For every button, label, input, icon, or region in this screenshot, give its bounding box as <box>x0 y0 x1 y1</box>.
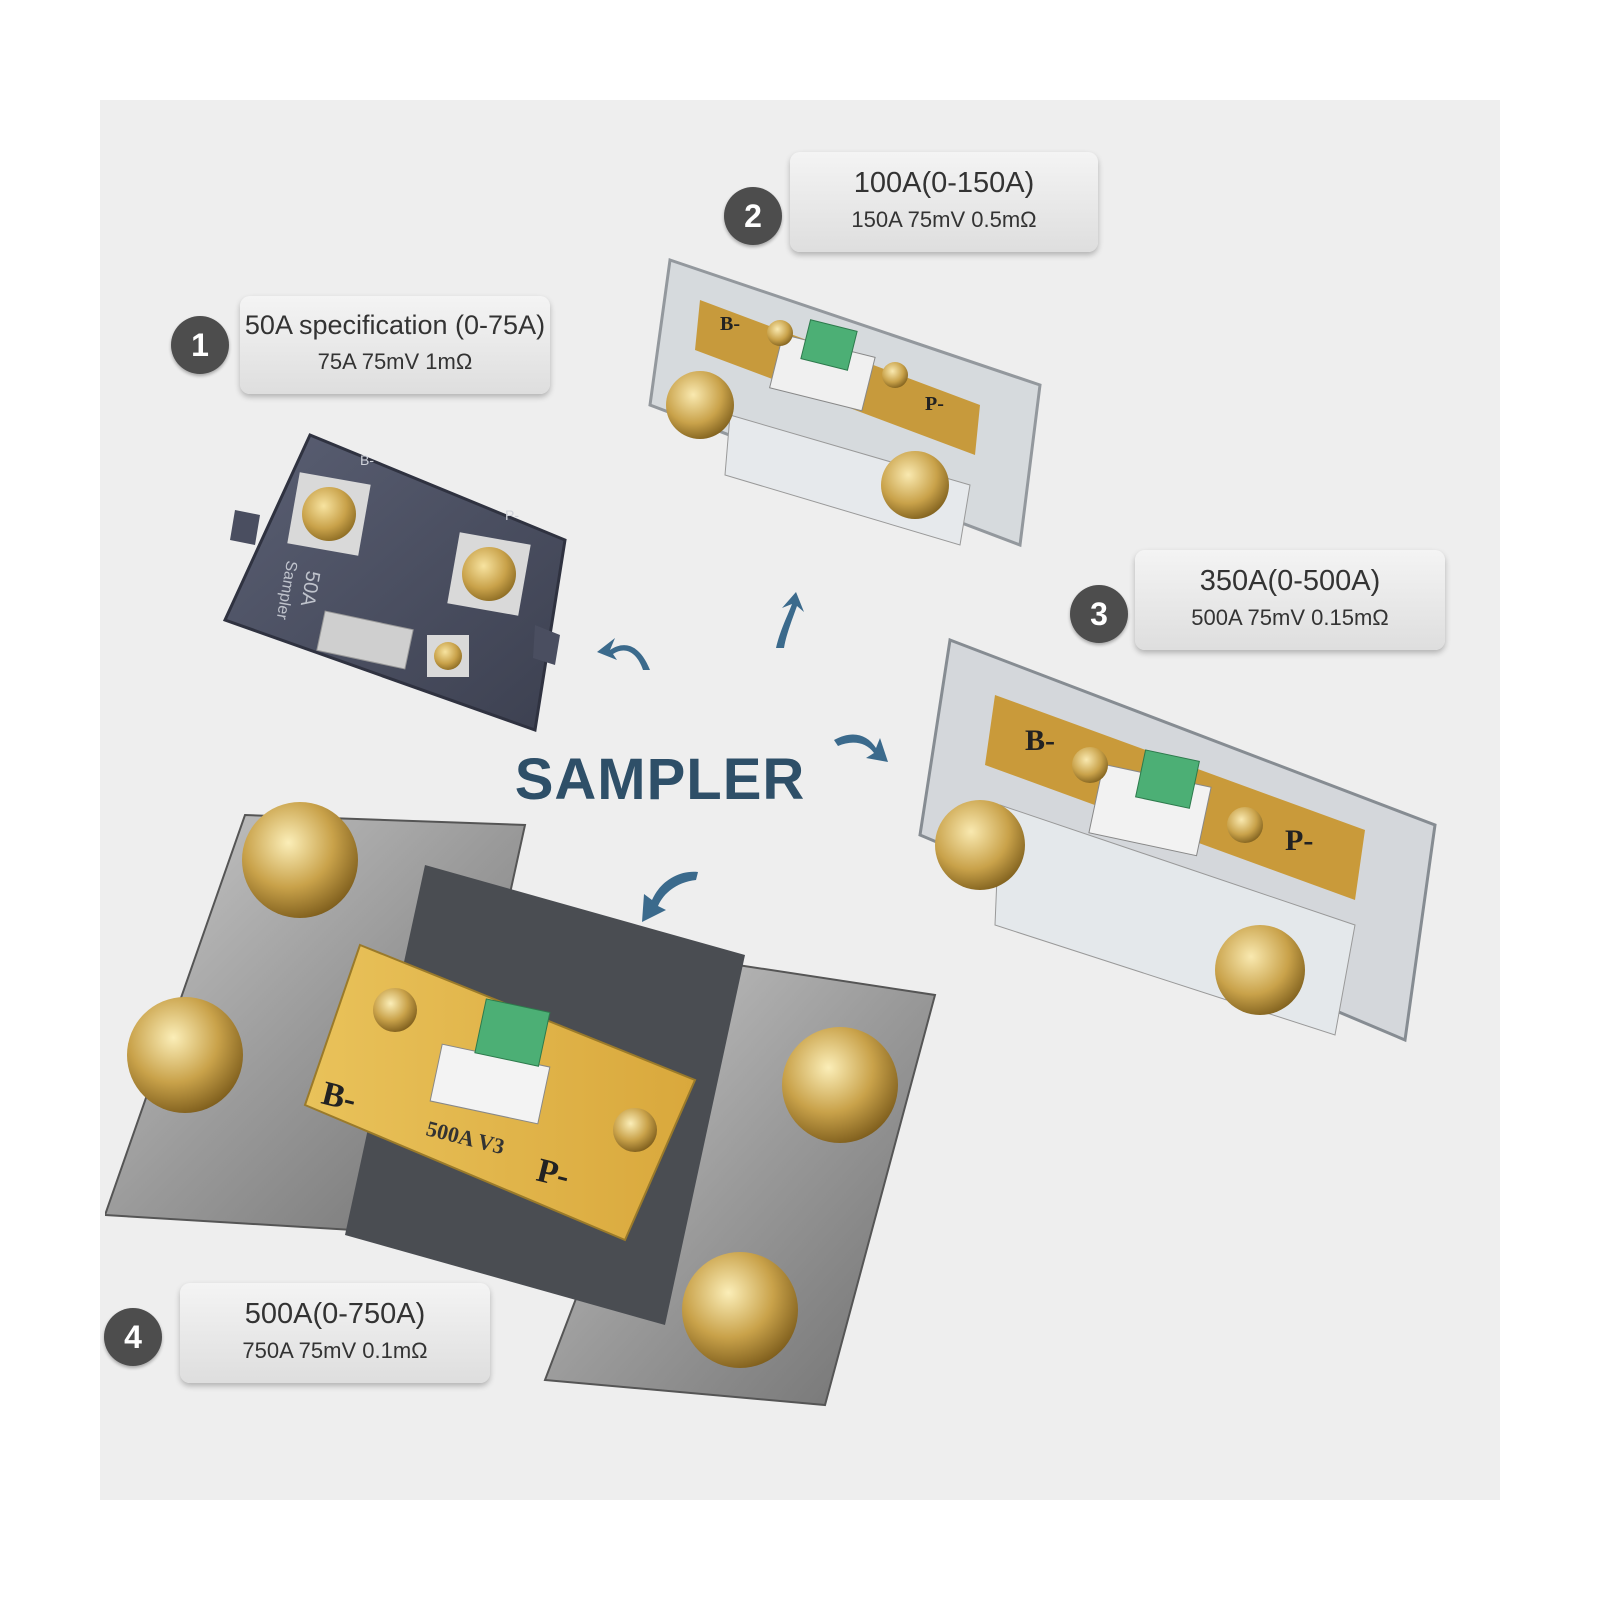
badge-3: 3 <box>1070 585 1128 643</box>
product2-p-label: P- <box>925 393 944 415</box>
spec-card-1: 50A specification (0-75A) 75A 75mV 1mΩ <box>240 296 550 394</box>
nut-left <box>935 800 1025 890</box>
spec-4-rating: 500A(0-750A) <box>244 1298 426 1330</box>
spec-4-detail: 750A 75mV 0.1mΩ <box>242 1338 428 1363</box>
badge-1: 1 <box>171 316 229 374</box>
terminal-bolt-b <box>302 487 356 541</box>
nut-left <box>666 371 734 439</box>
nut-right-upper <box>782 1027 898 1143</box>
spec-card-4: 500A(0-750A) 750A 75mV 0.1mΩ <box>180 1283 490 1383</box>
badge-2: 2 <box>724 187 782 245</box>
nut-right <box>1215 925 1305 1015</box>
spec-2-detail: 150A 75mV 0.5mΩ <box>851 207 1037 232</box>
terminal-bolt-small <box>434 642 462 670</box>
nut-bottom-left <box>127 997 243 1113</box>
spec-1-detail: 75A 75mV 1mΩ <box>317 349 473 374</box>
nut-top-left <box>242 802 358 918</box>
nut-right-lower <box>682 1252 798 1368</box>
product1-p-label: P- <box>505 507 519 523</box>
arrow-to-item-1 <box>597 638 650 670</box>
spec-3-detail: 500A 75mV 0.15mΩ <box>1191 605 1389 630</box>
arrow-to-item-4 <box>642 871 698 922</box>
spec-1-rating: 50A specification (0-75A) <box>244 310 546 340</box>
sampler-title: SAMPLER <box>514 747 806 812</box>
badge-4: 4 <box>104 1308 162 1366</box>
spec-3-rating: 350A(0-500A) <box>1199 565 1381 597</box>
product-100a-sampler: B- P- <box>648 257 1042 548</box>
arrow-to-item-2 <box>776 592 804 648</box>
spec-card-3: 350A(0-500A) 500A 75mV 0.15mΩ <box>1135 550 1445 650</box>
spec-2-rating: 100A(0-150A) <box>853 167 1035 199</box>
product-350a-sampler: B- P- <box>918 637 1437 1043</box>
product3-b-label: B- <box>1025 724 1055 757</box>
nut-right <box>881 451 949 519</box>
product-50a-sampler: B- P- 50A Sampler <box>222 433 567 733</box>
product2-b-label: B- <box>720 313 740 335</box>
terminal-bolt-p <box>462 547 516 601</box>
product3-p-label: P- <box>1285 824 1313 857</box>
spec-card-2: 100A(0-150A) 150A 75mV 0.5mΩ <box>790 152 1098 252</box>
product-500a-sampler: B- P- 500A V3 <box>105 802 937 1407</box>
product1-b-label: B- <box>360 452 374 468</box>
arrow-to-item-3 <box>834 734 888 762</box>
